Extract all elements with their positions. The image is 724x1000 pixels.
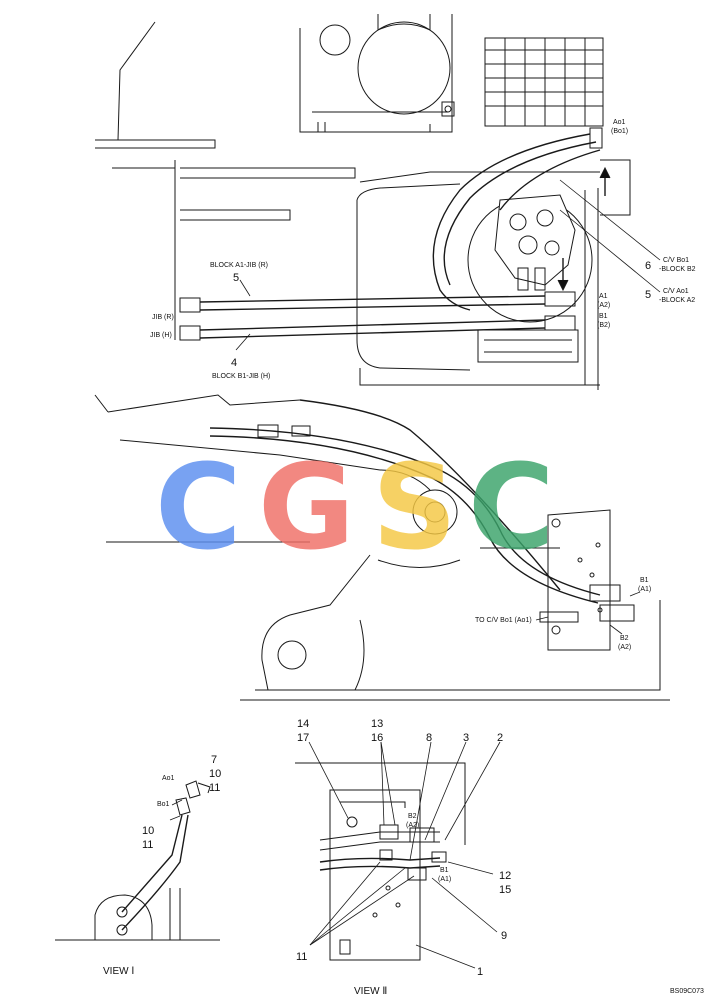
label-cv-ao1: C/V Ao1 [663, 288, 689, 295]
part-number-14: 14 [297, 718, 309, 730]
label-jib-h: JIB (H) [150, 332, 172, 339]
part-number-13: 13 [371, 718, 383, 730]
label-b2-paren: (B2) [597, 322, 610, 329]
label-cv-bo1: C/V Bo1 [663, 257, 689, 264]
part-number-8: 8 [426, 732, 432, 744]
part-number-4: 4 [231, 357, 237, 369]
jib-bracket-plate [547, 509, 611, 651]
label-ao1: Ao1 [613, 119, 626, 126]
labels-top: BLOCK A1-JIB (R) 5 JIB (R) JIB (H) 4 BLO… [150, 119, 696, 380]
part-number-11-b: 11 [142, 839, 153, 851]
label-bo1-paren: (Bo1) [611, 128, 628, 135]
part-number-15: 15 [499, 884, 511, 896]
swing-motor-housing [317, 14, 455, 132]
label-a1-paren-middle: (A1) [638, 586, 651, 593]
drawing-code: BS09C073 [670, 988, 704, 995]
label-a2-paren: (A2) [597, 302, 610, 309]
part-number-12: 12 [499, 870, 511, 882]
label-view2-b2: B2 [408, 813, 417, 820]
label-view2-a2-paren: (A2) [406, 822, 419, 829]
jib-hoses-top [199, 133, 601, 339]
view-1-drawing [55, 780, 220, 941]
view-2-title: VIEW Ⅱ [354, 986, 387, 997]
leader-lines-middle [535, 591, 641, 635]
watermark-cgsc: C G S C [155, 438, 555, 576]
label-view2-b1: B1 [440, 867, 449, 874]
part-number-7: 7 [211, 754, 217, 766]
jib-hoses-middle [209, 399, 601, 604]
labels-view-1: 7 10 11 Ao1 Bo1 10 11 VIEW Ⅰ [103, 754, 221, 977]
label-view2-a1-paren: (A1) [438, 876, 451, 883]
hose-fittings-top [179, 127, 603, 341]
hose-fittings-middle [257, 424, 635, 623]
part-number-5-top: 5 [233, 272, 239, 284]
part-number-5-right: 5 [645, 289, 651, 301]
label-block-b1-jib-h: BLOCK B1-JIB (H) [212, 373, 270, 380]
part-number-10-b: 10 [142, 825, 154, 837]
upper-frame-outline [95, 14, 631, 390]
label-to-cv: TO C/V Bo1 (Ao1) [475, 617, 532, 624]
label-block-a2: -BLOCK A2 [659, 297, 695, 304]
label-b2-middle: B2 [620, 635, 629, 642]
view-2-drawing [295, 762, 466, 961]
label-a1: A1 [599, 293, 608, 300]
label-b1-middle: B1 [640, 577, 649, 584]
watermark-letter-3: S [372, 438, 457, 576]
part-number-6: 6 [645, 260, 651, 272]
watermark-letter-4: C [468, 438, 555, 576]
part-number-3: 3 [463, 732, 469, 744]
label-block-b2: -BLOCK B2 [659, 266, 696, 273]
part-number-2: 2 [497, 732, 503, 744]
label-b1: B1 [599, 313, 608, 320]
part-number-11-a: 11 [209, 782, 220, 794]
part-number-16: 16 [371, 732, 383, 744]
control-valve-box [484, 37, 604, 127]
part-number-1: 1 [477, 966, 483, 978]
label-jib-r: JIB (R) [152, 314, 174, 321]
view-1-title: VIEW Ⅰ [103, 966, 134, 977]
leader-lines-view-2 [308, 741, 501, 969]
part-number-10-a: 10 [209, 768, 221, 780]
label-block-a1-jib-r: BLOCK A1-JIB (R) [210, 262, 268, 269]
watermark-letter-2: G [258, 438, 355, 576]
jib-valve-block [467, 194, 593, 363]
arrows-top [557, 166, 611, 292]
part-number-17: 17 [297, 732, 309, 744]
label-a2-paren-middle: (A2) [618, 644, 631, 651]
part-number-11-c: 11 [296, 951, 307, 963]
label-view1-bo1: Bo1 [157, 801, 170, 808]
labels-view-2: 14 17 13 16 8 3 2 B2 (A2) B1 (A1) 12 15 … [296, 718, 511, 997]
boom-outline [94, 394, 670, 701]
labels-middle: B1 (A1) TO C/V Bo1 (Ao1) B2 (A2) [475, 577, 651, 651]
label-view1-ao1: Ao1 [162, 775, 175, 782]
leader-lines-top [235, 179, 661, 351]
part-number-9: 9 [501, 930, 507, 942]
watermark-letter-1: C [155, 438, 242, 576]
